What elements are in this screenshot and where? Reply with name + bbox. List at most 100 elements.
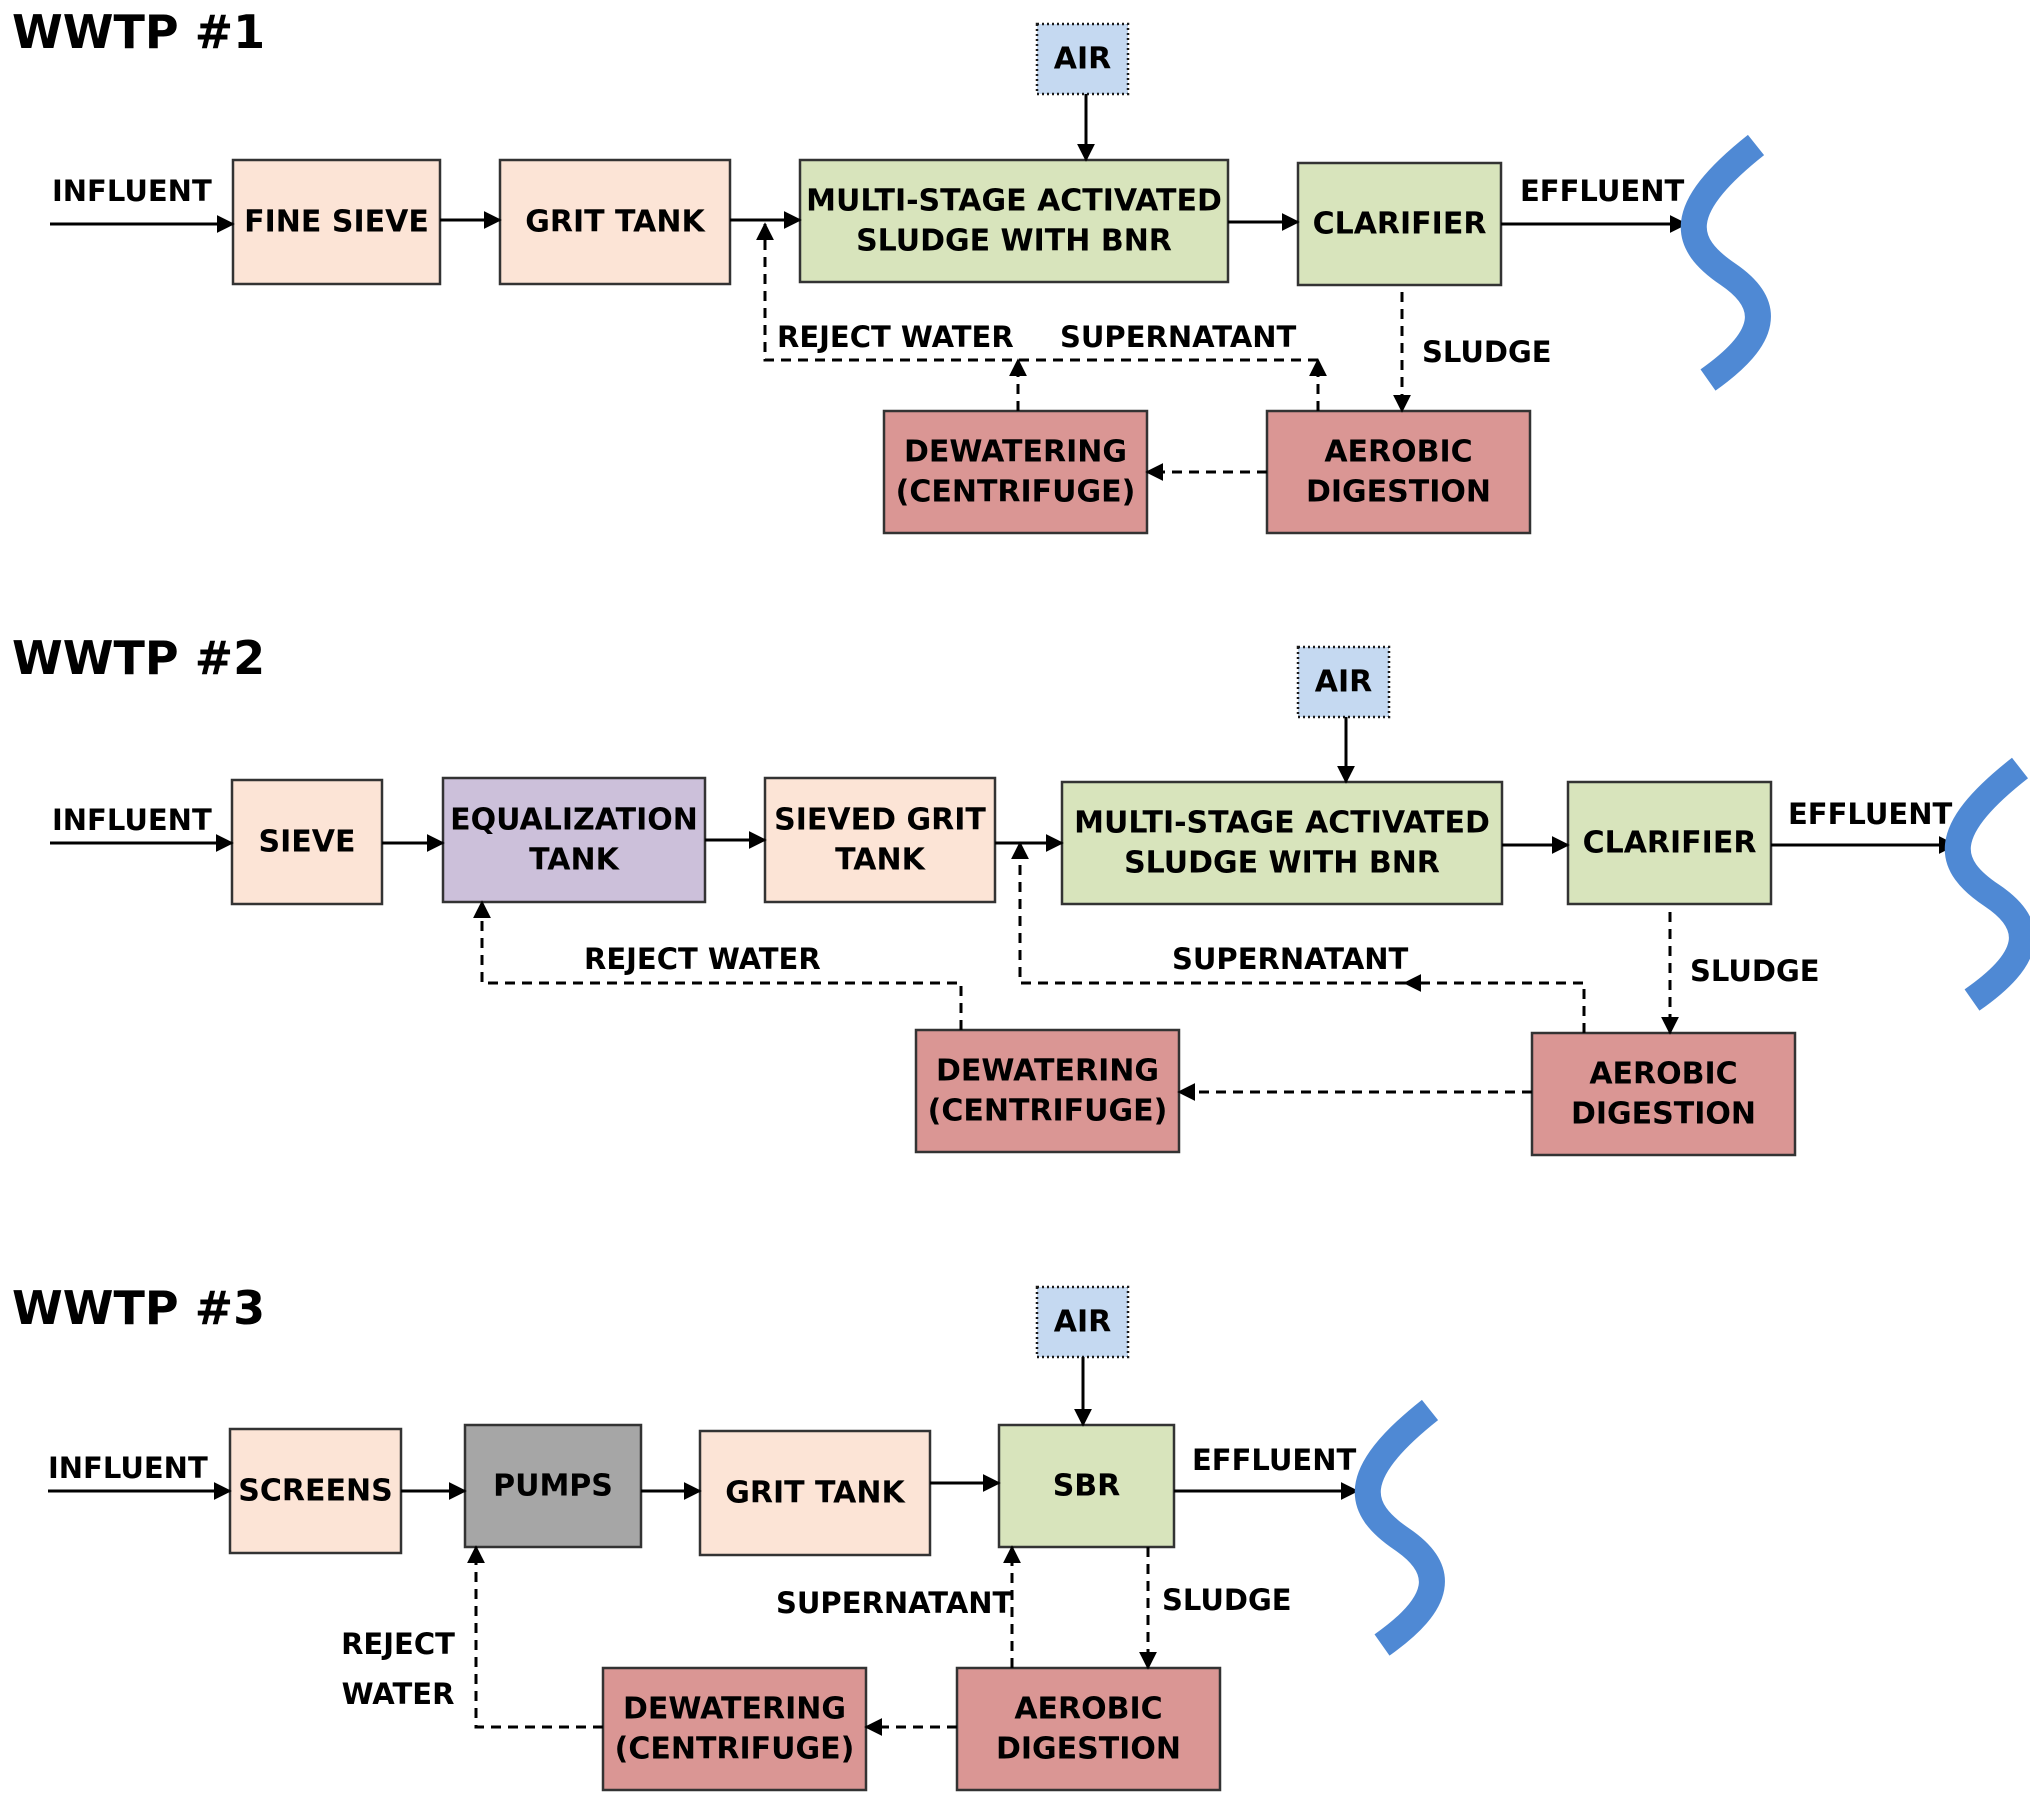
plant-1-supernatant-label: SUPERNATANT — [1060, 320, 1297, 354]
plant-1-air-box-label: AIR — [1054, 42, 1111, 77]
plant-1-aerobic-digestion-box-label: DIGESTION — [1306, 475, 1491, 510]
plant-2-effluent-label: EFFLUENT — [1788, 797, 1953, 831]
plant-1-fine-sieve-box-label: FINE SIEVE — [244, 205, 429, 240]
plant-3-screens-box-label: SCREENS — [238, 1474, 392, 1509]
plant-1-aerobic-digestion-box-label: AEROBIC — [1324, 435, 1472, 470]
plant-2-supernatant-return — [1011, 841, 1405, 985]
plant-2-equalization-tank-box-label: EQUALIZATION — [450, 803, 698, 838]
plant-3-supernatant-label: SUPERNATANT — [776, 1586, 1013, 1620]
plant-1-activated-sludge-box — [798, 158, 1230, 284]
plant-3-reject-water-return — [467, 1545, 603, 1729]
plant-1-clarifier-box-shape — [1296, 161, 1503, 287]
plant-1-sludge-label: SLUDGE — [1422, 335, 1552, 369]
plant-2-supernatant-label: SUPERNATANT — [1172, 942, 1409, 976]
plant-2-sieved-grit-tank-box — [763, 776, 997, 904]
plant-1-air-box-shape — [1035, 22, 1130, 96]
plant-1-activated-sludge-box-label: MULTI-STAGE ACTIVATED — [806, 184, 1222, 219]
plant-3-aerobic-digestion-box-label: AEROBIC — [1014, 1692, 1162, 1727]
plant-2-influent-label: INFLUENT — [52, 803, 212, 837]
plant-3-receiving-water-icon — [1354, 1399, 1445, 1656]
plant-3-aerobic-digestion-box-shape — [955, 1666, 1222, 1792]
plant-2-title: WWTP #2 — [12, 631, 265, 685]
plant-1-dewatering-box-label: DEWATERING — [904, 435, 1127, 470]
plant-2-sieved-grit-tank-box-shape — [763, 776, 997, 904]
plant-3-dewatering-box-label: (CENTRIFUGE) — [615, 1732, 855, 1767]
plant-1-effluent-label: EFFLUENT — [1520, 174, 1685, 208]
plant-2-dewatering-box-shape — [914, 1028, 1181, 1154]
plant-2-dewatering-box — [914, 1028, 1181, 1154]
plant-1-receiving-water-icon — [1680, 134, 1771, 391]
plant-3-dewatering-box-label: DEWATERING — [623, 1692, 846, 1727]
plant-1-grit-tank-box-shape — [498, 158, 732, 286]
plant-3-pumps-box-shape — [463, 1423, 643, 1549]
plant-3-air-box-shape — [1035, 1285, 1130, 1359]
plant-2-receiving-water-icon — [1944, 757, 2030, 1011]
plant-1-aerobic-digestion-box — [1265, 409, 1532, 535]
plant-1-grit-tank-box-label: GRIT TANK — [525, 205, 706, 240]
plant-2-dewatering-box-label: DEWATERING — [936, 1054, 1159, 1089]
plant-1-dewatering-box — [882, 409, 1149, 535]
plant-2-clarifier-box-label: CLARIFIER — [1583, 826, 1757, 861]
plant-2-activated-sludge-box — [1060, 780, 1504, 906]
plant-2-activated-sludge-box-shape — [1060, 780, 1504, 906]
plant-2-equalization-tank-box-shape — [441, 776, 707, 904]
plant-1-aerobic-digestion-box-shape — [1265, 409, 1532, 535]
plant-2-reject-water-label: REJECT WATER — [584, 942, 821, 976]
plant-2-supernatant-arrow — [1403, 974, 1586, 1033]
plant-3-effluent-label: EFFLUENT — [1192, 1443, 1357, 1477]
plant-2-activated-sludge-box-label: SLUDGE WITH BNR — [1124, 846, 1440, 881]
plant-1-air-box — [1035, 22, 1130, 96]
plant-3-aerobic-digestion-box-label: DIGESTION — [996, 1732, 1181, 1767]
plant-2-sieved-grit-tank-box-label: TANK — [835, 843, 926, 878]
plant-2-reject-water-return — [473, 900, 963, 1030]
plant-1-reject-water-label: REJECT WATER — [777, 320, 1014, 354]
plant-3-title: WWTP #3 — [12, 1281, 265, 1335]
plant-2-sludge-label: SLUDGE — [1690, 954, 1820, 988]
plant-3-dewatering-box-shape — [601, 1666, 868, 1792]
plant-3-influent-label: INFLUENT — [48, 1451, 208, 1485]
plant-1-grit-tank-box — [498, 158, 732, 286]
plant-1-dewatering-box-label: (CENTRIFUGE) — [896, 475, 1136, 510]
plant-1-clarifier-box — [1296, 161, 1503, 287]
plant-2-aerobic-digestion-box — [1530, 1031, 1797, 1157]
plant-3-pumps-box — [463, 1423, 643, 1549]
plant-1-activated-sludge-box-label: SLUDGE WITH BNR — [856, 224, 1172, 259]
plant-3-air-box — [1035, 1285, 1130, 1359]
plant-3-reject-water-label: WATER — [342, 1677, 455, 1711]
plant-2-equalization-tank-box — [441, 776, 707, 904]
plant-2-aerobic-digestion-box-label: AEROBIC — [1589, 1057, 1737, 1092]
plant-3-screens-box — [228, 1427, 403, 1555]
plant-3-screens-box-shape — [228, 1427, 403, 1555]
plant-2-clarifier-box — [1566, 780, 1773, 906]
plant-3-aerobic-digestion-box — [955, 1666, 1222, 1792]
plant-2-aerobic-digestion-box-shape — [1530, 1031, 1797, 1157]
plant-3-pumps-box-label: PUMPS — [493, 1469, 613, 1504]
plant-3-grit-tank-box-label: GRIT TANK — [725, 1476, 906, 1511]
plant-1-return-line — [756, 222, 1318, 362]
plant-2-sieved-grit-tank-box-label: SIEVED GRIT — [774, 803, 986, 838]
plant-2-clarifier-box-shape — [1566, 780, 1773, 906]
plant-2-air-box — [1296, 645, 1391, 719]
plant-2-activated-sludge-box-label: MULTI-STAGE ACTIVATED — [1074, 806, 1490, 841]
plant-1-activated-sludge-box-shape — [798, 158, 1230, 284]
plant-1-fine-sieve-box — [231, 158, 442, 286]
plant-3-sbr-box — [997, 1423, 1176, 1549]
plant-2-sieve-box-label: SIEVE — [259, 825, 356, 860]
plant-2-equalization-tank-box-label: TANK — [529, 843, 620, 878]
plant-2-dewatering-box-label: (CENTRIFUGE) — [928, 1094, 1168, 1129]
plant-1-clarifier-box-label: CLARIFIER — [1313, 207, 1487, 242]
plant-2-air-box-label: AIR — [1315, 665, 1372, 700]
plant-1-influent-label: INFLUENT — [52, 174, 212, 208]
plant-3-reject-water-label: REJECT — [341, 1627, 455, 1661]
plant-3-sbr-box-shape — [997, 1423, 1176, 1549]
plant-3-grit-tank-box-shape — [698, 1429, 932, 1557]
plant-1-dewatering-box-shape — [882, 409, 1149, 535]
plant-3-sbr-box-label: SBR — [1053, 1469, 1121, 1504]
plant-3-sludge-label: SLUDGE — [1162, 1583, 1292, 1617]
plant-1-fine-sieve-box-shape — [231, 158, 442, 286]
plant-3-air-box-label: AIR — [1054, 1305, 1111, 1340]
plant-1-title: WWTP #1 — [12, 5, 265, 59]
plant-3-dewatering-box — [601, 1666, 868, 1792]
plant-3-grit-tank-box — [698, 1429, 932, 1557]
